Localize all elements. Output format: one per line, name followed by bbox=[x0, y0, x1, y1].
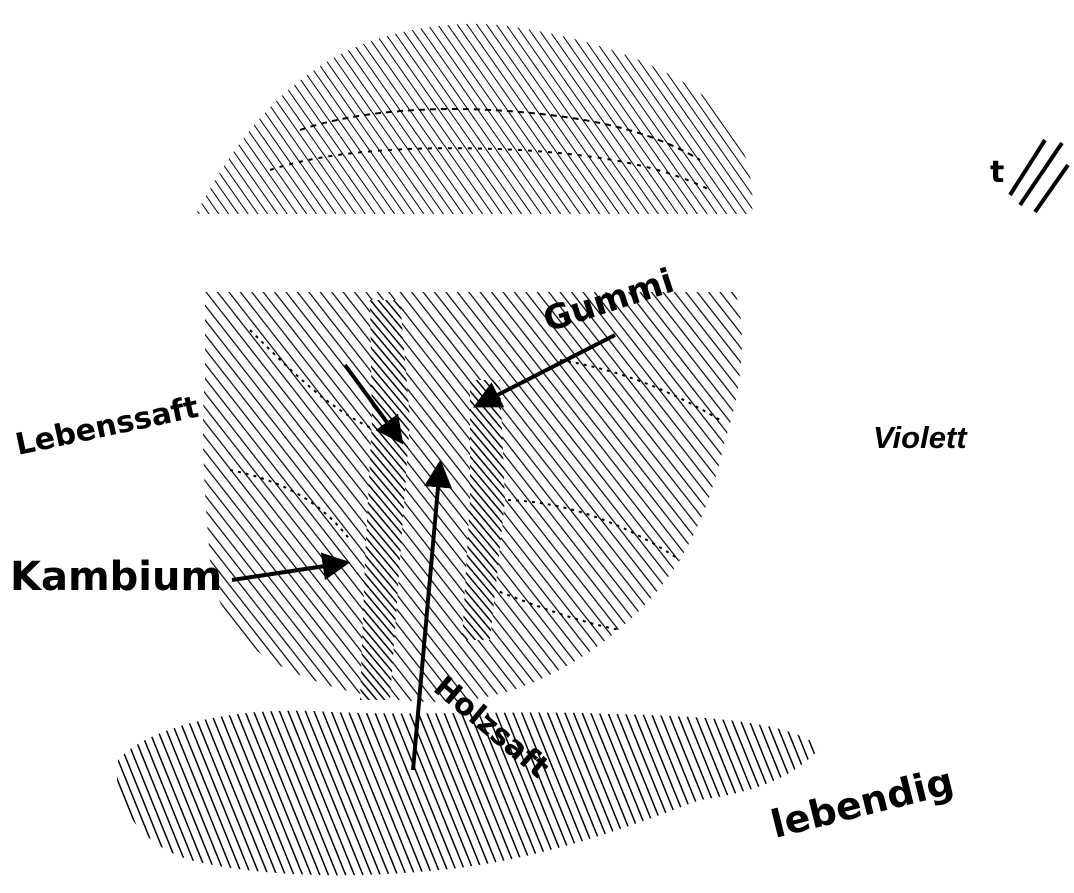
ground bbox=[117, 711, 820, 876]
upper-foliage bbox=[196, 24, 753, 214]
corner-mark: t bbox=[990, 155, 1004, 190]
label-lebendig: lebendig bbox=[767, 759, 958, 847]
color-label-violett: Violett bbox=[873, 422, 967, 453]
label-kambium: Kambium bbox=[10, 554, 222, 600]
label-lebenssaft: Lebenssaft bbox=[12, 390, 201, 463]
